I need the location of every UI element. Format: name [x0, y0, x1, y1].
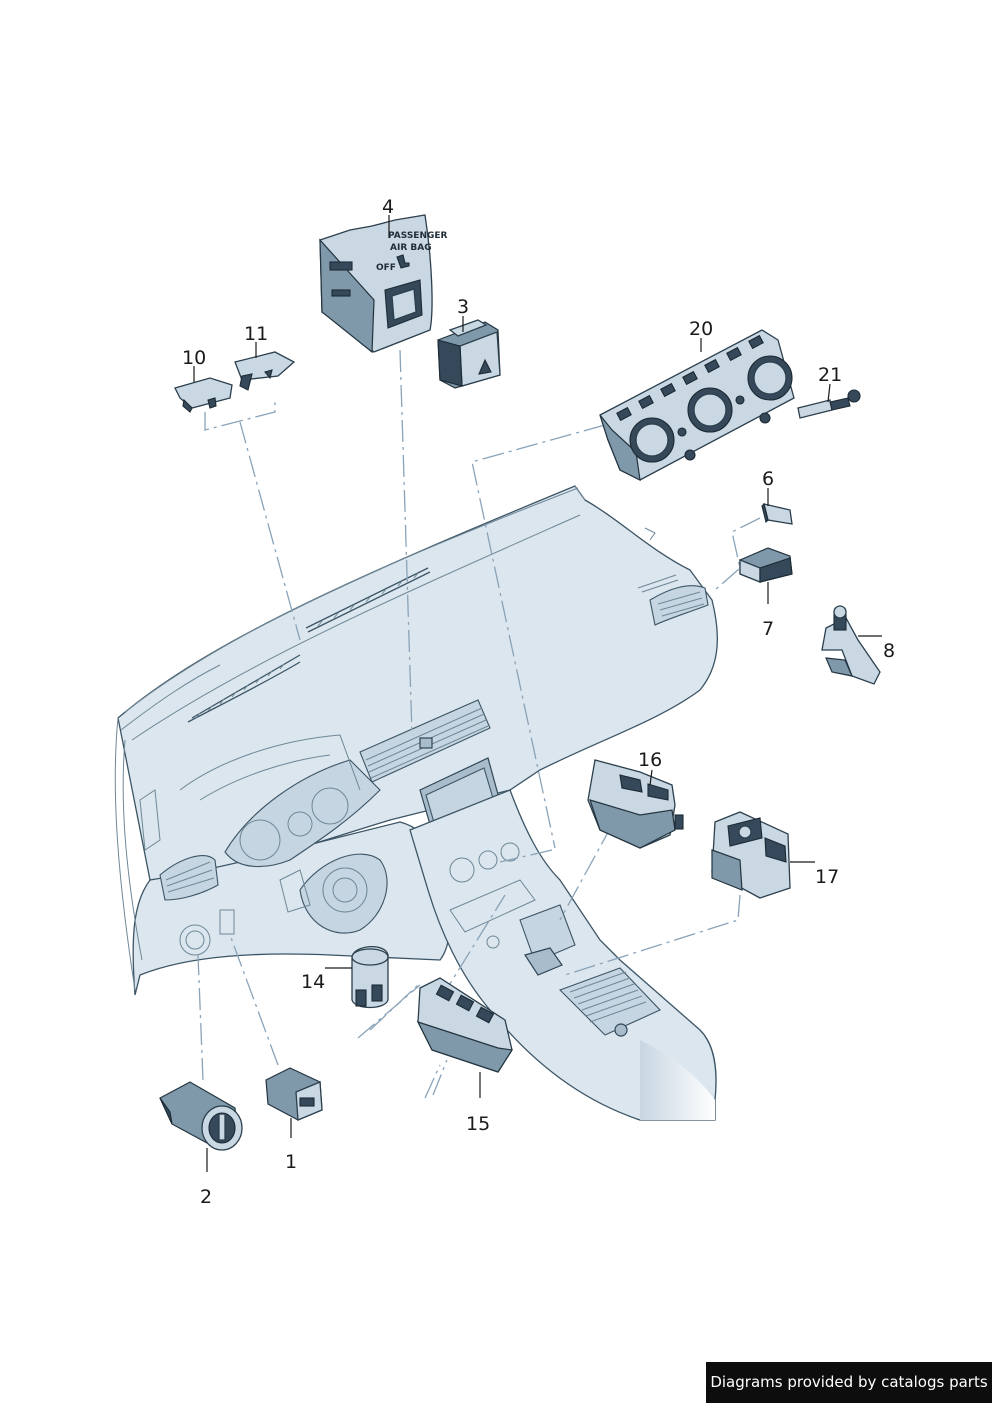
part-17-switch	[711, 811, 791, 899]
callout-3: 3	[457, 296, 469, 318]
part-16-switch-block	[587, 759, 684, 849]
part-7-switch	[739, 547, 793, 583]
callout-14: 14	[301, 971, 325, 993]
part-21-sensor	[797, 389, 861, 419]
callout-2: 2	[200, 1186, 212, 1208]
part-11-cover	[234, 351, 296, 391]
airbag-label-line3: OFF	[376, 263, 396, 273]
callout-15: 15	[466, 1113, 490, 1135]
part-4-airbag-housing: PASSENGER AIR BAG OFF	[319, 214, 448, 354]
callout-16: 16	[638, 749, 662, 771]
part-10-cover	[174, 377, 233, 413]
airbag-label-line2: AIR BAG	[390, 243, 432, 253]
callout-20: 20	[689, 318, 713, 340]
callout-6: 6	[762, 468, 774, 490]
hazard-triangle-icon	[478, 358, 492, 375]
callouts: 4 3 10 11 20 21 6 7 8 16 17 14 15 2 1	[182, 196, 895, 1208]
part-14-round-switch	[351, 946, 389, 1009]
callout-21: 21	[818, 364, 842, 386]
callout-4: 4	[382, 196, 394, 218]
callout-7: 7	[762, 618, 774, 640]
part-6-clip	[761, 502, 793, 525]
attribution-banner: Diagrams provided by catalogs parts	[706, 1362, 992, 1403]
leader-lines	[193, 215, 882, 1172]
callout-10: 10	[182, 347, 206, 369]
part-20-climate-control	[599, 329, 795, 482]
part-8-sensor-bracket	[821, 605, 881, 685]
airbag-label-line1: PASSENGER	[388, 231, 448, 241]
part-15-switch-block	[416, 977, 514, 1073]
callout-17: 17	[815, 866, 839, 888]
part-1-switch	[265, 1067, 323, 1121]
part-3-hazard-switch	[437, 319, 501, 389]
callout-11: 11	[244, 323, 268, 345]
airbag-seat-icon	[396, 254, 410, 269]
callout-8: 8	[883, 640, 895, 662]
connector-lines	[197, 349, 761, 1099]
callout-1: 1	[285, 1151, 297, 1173]
part-2-light-switch	[159, 1081, 243, 1151]
